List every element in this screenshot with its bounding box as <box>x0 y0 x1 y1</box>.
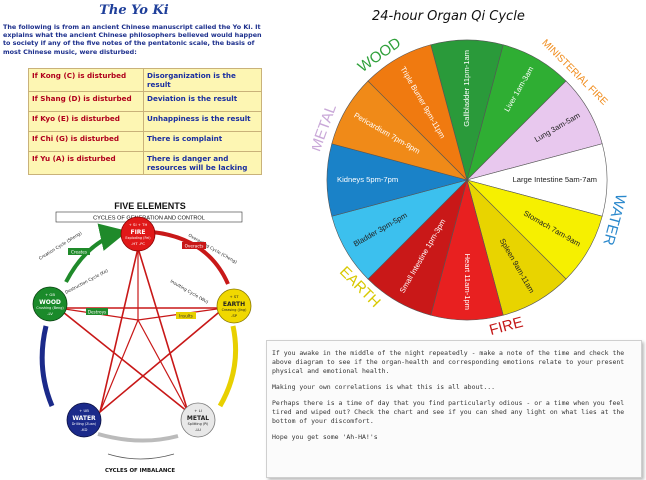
cycles-of-imbalance-label: CYCLES OF IMBALANCE <box>105 468 175 474</box>
five-elements-diagram: FIVE ELEMENTS CYCLES OF GENERATION AND C… <box>32 201 252 474</box>
svg-text:-KD: -KD <box>81 427 88 432</box>
svg-text:WOOD: WOOD <box>39 299 61 306</box>
svg-text:-LV: -LV <box>47 311 53 316</box>
svg-text:+ UB: + UB <box>79 408 89 413</box>
table-row: If Chi (G) is disturbed There is complai… <box>29 132 261 151</box>
svg-text:+ LI: + LI <box>194 408 202 413</box>
svg-text:-SP: -SP <box>231 313 238 318</box>
yoki-effect: Unhappiness is the result <box>144 112 261 131</box>
svg-text:-HT -PC: -HT -PC <box>131 241 145 246</box>
imbalance-arc <box>107 453 175 460</box>
arrow-word-creates: Creates <box>68 248 90 255</box>
yoki-cause: If Kong (C) is disturbed <box>29 69 143 91</box>
insulting-cycle-label: Insulting Cycle (Wu) <box>169 279 210 306</box>
yoki-intro: The following is from an ancient Chinese… <box>3 23 262 56</box>
yoki-table: If Kong (C) is disturbed Disorganization… <box>28 68 262 175</box>
qi-segment-label: Gallbladder 11pm-1am <box>462 50 471 127</box>
creation-arc-wood-fire <box>64 223 128 283</box>
creation-cycle-label: Creation Cycle (Sheng) <box>38 230 83 262</box>
svg-text:EARTH: EARTH <box>223 301 245 308</box>
notes-box: If you awake in the middle of the night … <box>266 340 642 478</box>
qi-segment-label: Heart 11am-1pm <box>463 254 472 310</box>
table-row: If Shang (D) is disturbed Deviation is t… <box>29 92 261 111</box>
qi-segment-label: Large Intestine 5am-7am <box>513 175 597 184</box>
creation-arc-metal-water <box>97 432 179 443</box>
svg-text:-LU: -LU <box>195 427 201 432</box>
yoki-effect: Disorganization is the result <box>144 69 261 91</box>
yoki-effect: Deviation is the result <box>144 92 261 111</box>
qi-cycle-title: 24-hour Organ Qi Cycle <box>372 9 525 24</box>
svg-text:+ SI + TH: + SI + TH <box>129 222 148 227</box>
yoki-cause: If Shang (D) is disturbed <box>29 92 143 111</box>
svg-text:Insults: Insults <box>179 314 193 319</box>
svg-text:WATER: WATER <box>72 415 96 422</box>
qi-segment-label: Kidneys 5pm-7pm <box>337 175 398 184</box>
yoki-cause: If Chi (G) is disturbed <box>29 132 143 151</box>
element-node-earth: + ST EARTH Creasing (Jing) -SP <box>216 288 252 324</box>
svg-text:FIRE: FIRE <box>130 229 145 236</box>
yoki-cause: If Kyo (E) is disturbed <box>29 112 143 131</box>
element-node-wood: + GB WOOD Crushing (Beng) -LV <box>32 286 68 322</box>
note-paragraph: Making your own correlations is what thi… <box>272 383 496 391</box>
yoki-title: The Yo Ki <box>99 3 169 18</box>
note-paragraph: Perhaps there is a time of day that you … <box>272 399 625 425</box>
yoki-cause: If Yu (A) is disturbed <box>29 152 143 174</box>
yoki-panel: The Yo Ki The following is from an ancie… <box>0 0 268 196</box>
creation-arc-earth-metal <box>217 325 239 408</box>
svg-text:Creates: Creates <box>71 250 87 255</box>
svg-text:+ GB: + GB <box>45 292 55 297</box>
spoke-metal <box>137 319 189 413</box>
destruction-star <box>55 247 227 415</box>
svg-text:Crushing (Beng): Crushing (Beng) <box>36 306 64 310</box>
qi-segment <box>367 44 468 182</box>
creation-arc-fire-earth <box>151 230 230 285</box>
element-node-metal: + LI METAL Splitting (Pi) -LU <box>180 402 216 438</box>
svg-text:Exploding (Fei): Exploding (Fei) <box>125 236 151 240</box>
note-paragraph: If you awake in the middle of the night … <box>272 349 625 375</box>
svg-text:Creasing (Jing): Creasing (Jing) <box>222 308 248 312</box>
creation-arc-water-wood <box>39 325 55 407</box>
note-paragraph: Hope you get some 'Ah-HA!'s <box>272 433 378 441</box>
yoki-effect: There is complaint <box>144 132 261 151</box>
table-row: If Yu (A) is disturbed There is danger a… <box>29 152 261 174</box>
svg-text:+ ST: + ST <box>229 294 239 299</box>
spoke-water <box>99 319 139 413</box>
svg-text:METAL: METAL <box>187 415 209 422</box>
svg-text:Splitting (Pi): Splitting (Pi) <box>188 422 209 426</box>
arrow-word-destroys: Destroys <box>86 308 108 315</box>
element-node-fire: + SI + TH FIRE Exploding (Fei) -HT -PC <box>120 216 156 252</box>
svg-text:Overacts: Overacts <box>185 244 204 249</box>
yoki-effect: There is danger and resources will be la… <box>144 152 261 174</box>
five-elements-title: FIVE ELEMENTS <box>114 201 186 211</box>
svg-text:Destroys: Destroys <box>88 310 106 315</box>
svg-text:Drilling (Zuan): Drilling (Zuan) <box>72 422 97 426</box>
five-elements-subtitle: CYCLES OF GENERATION AND CONTROL <box>93 216 205 222</box>
arrow-word-insults: Insults <box>176 312 196 319</box>
arrow-word-overacts: Overacts <box>182 242 206 249</box>
element-node-water: + UB WATER Drilling (Zuan) -KD <box>66 402 102 438</box>
table-row: If Kyo (E) is disturbed Unhappiness is t… <box>29 112 261 131</box>
table-row: If Kong (C) is disturbed Disorganization… <box>29 69 261 91</box>
